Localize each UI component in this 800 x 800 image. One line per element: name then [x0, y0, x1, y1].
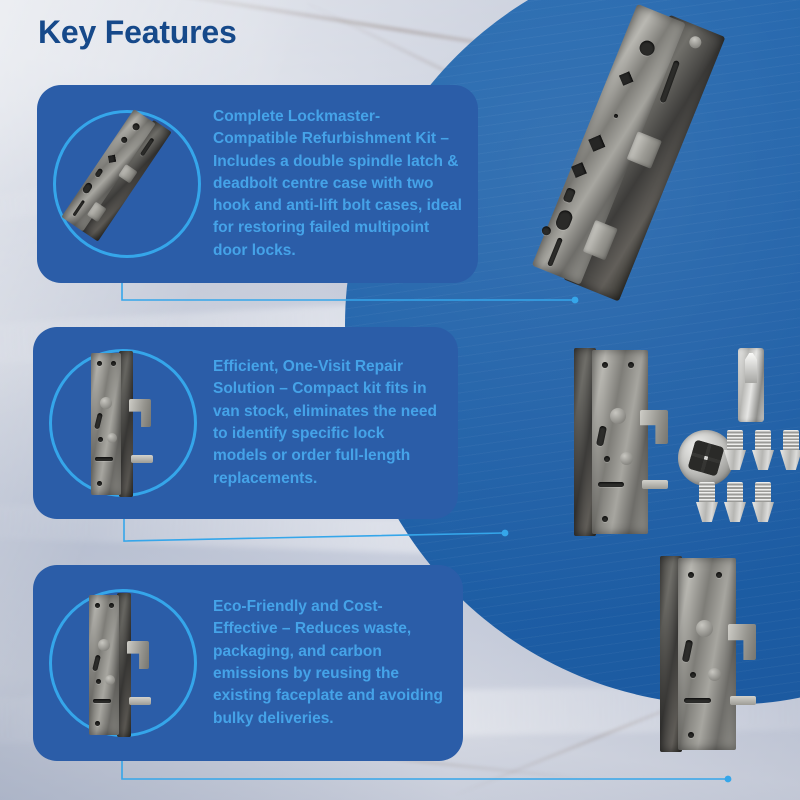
- feature-thumbnail-kit: [51, 108, 203, 260]
- driver-bit-icon: [738, 348, 764, 422]
- page-title: Key Features: [38, 14, 237, 50]
- screw: [724, 482, 746, 522]
- feature-thumbnail-eco: [47, 587, 199, 739]
- screw: [752, 482, 774, 522]
- thumbnail-ring: [53, 110, 201, 258]
- product-image-hook-case-lower: [650, 556, 770, 756]
- feature-card-text: Efficient, One-Visit Repair Solution – C…: [213, 358, 437, 487]
- lock-centre-case-icon: [51, 108, 203, 260]
- lock-anti-lift-bolt-case-icon: [47, 587, 199, 739]
- feature-card-kit[interactable]: Complete Lockmaster-Compatible Refurbish…: [37, 85, 478, 283]
- screw: [724, 430, 746, 470]
- lock-hook-bolt-case-icon: [47, 347, 199, 499]
- feature-card-eco[interactable]: Eco-Friendly and Cost-Effective – Reduce…: [33, 565, 463, 761]
- feature-card-text: Complete Lockmaster-Compatible Refurbish…: [213, 107, 462, 259]
- feature-card-repair[interactable]: Efficient, One-Visit Repair Solution – C…: [33, 327, 458, 519]
- screw: [752, 430, 774, 470]
- screw: [780, 430, 800, 470]
- screw: [696, 482, 718, 522]
- product-image-hook-case-upper: [562, 348, 682, 538]
- feature-thumbnail-repair: [47, 347, 199, 499]
- feature-card-text: Eco-Friendly and Cost-Effective – Reduce…: [213, 598, 443, 727]
- screw-head-top: [678, 430, 734, 486]
